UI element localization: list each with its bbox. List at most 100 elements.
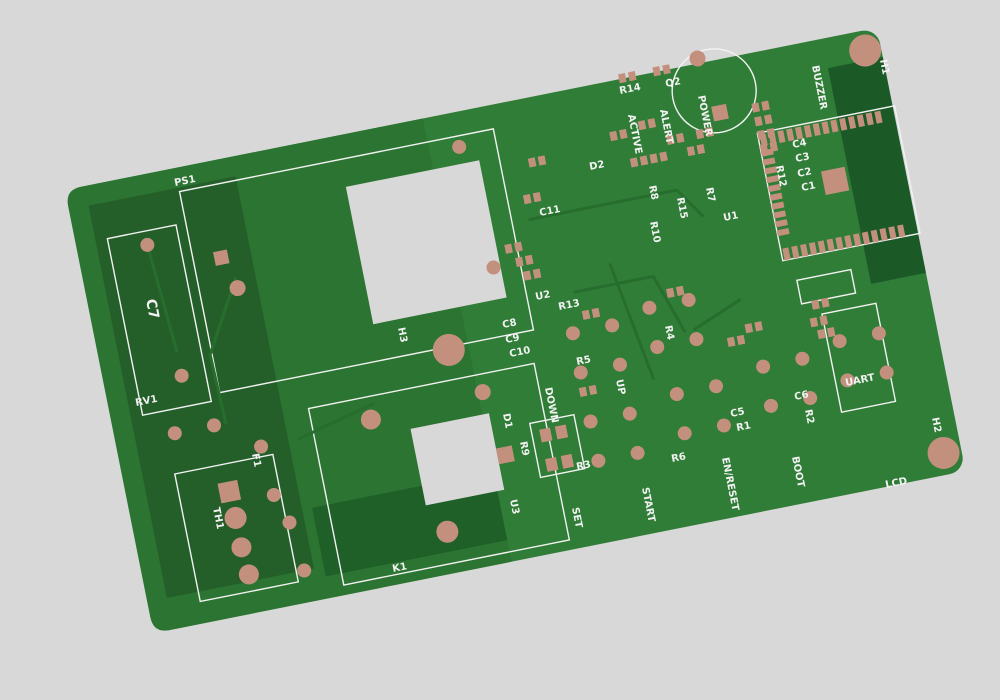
label-u2: U2: [534, 289, 551, 303]
switch-pad: [716, 418, 731, 433]
switch-pad: [689, 332, 704, 347]
label-rv1: RV1: [134, 394, 158, 409]
smd-pad: [759, 143, 769, 154]
u1-pin-pad: [766, 175, 780, 184]
uart-header-outline: [796, 268, 857, 305]
u1-pin-pad: [844, 235, 853, 248]
label-th1: TH1: [210, 506, 225, 530]
smd-pad: [588, 384, 598, 396]
u1-pin-pad: [847, 116, 857, 129]
switch-pad: [795, 351, 810, 366]
smd-pad: [686, 145, 696, 157]
buzzer-outline: [671, 48, 757, 134]
label-c5: C5: [729, 406, 745, 420]
c7-outline: [106, 224, 213, 416]
u1-pin-pad: [774, 219, 788, 228]
switch-pad: [573, 365, 588, 380]
smd-pad: [609, 130, 618, 142]
label-r9: R9: [517, 440, 531, 457]
switch-pad: [622, 406, 637, 421]
switch-pad: [650, 339, 665, 354]
u1-pin-pad: [791, 245, 800, 259]
smd-pad: [649, 153, 659, 164]
smd-pad: [819, 315, 829, 326]
label-r6: R6: [670, 451, 687, 465]
smd-pad: [504, 243, 513, 254]
u1-pin-pad: [888, 226, 897, 240]
smd-pad: [522, 194, 532, 205]
smd-pad: [514, 241, 523, 252]
switch-pad: [630, 445, 645, 460]
label-r15: R15: [674, 196, 689, 219]
u1-pin-pad: [830, 119, 839, 133]
label-h1: H1: [877, 58, 891, 75]
u1-pin-pad: [769, 192, 783, 201]
label-d2: D2: [588, 159, 605, 173]
smd-pad: [578, 386, 588, 397]
switch-pad: [669, 387, 684, 402]
u1-pin-pad: [870, 229, 879, 243]
u1-pin-pad: [764, 166, 778, 175]
switch-pad: [591, 453, 606, 468]
switch-pad: [871, 326, 886, 341]
hv-traces: [145, 243, 375, 441]
u1-pin-pad: [803, 124, 813, 138]
label-c3: C3: [794, 151, 810, 165]
u1-pin-pad: [786, 128, 795, 142]
smd-pad: [754, 321, 763, 332]
smd-pad: [627, 71, 637, 82]
smd-pad: [675, 132, 685, 144]
label-q2: Q2: [664, 76, 681, 90]
smd-pad: [675, 285, 685, 297]
label-h2: H2: [929, 416, 943, 433]
h2-pad: [927, 436, 960, 469]
u1-pin-pad: [812, 123, 821, 137]
label-r8: R8: [646, 184, 660, 201]
label-r5: R5: [575, 354, 592, 368]
switch-pad: [709, 379, 724, 394]
pcb-board: [67, 30, 963, 631]
smd-pads: [504, 64, 836, 397]
u1-pin-pad: [782, 247, 791, 261]
u1-pin-pad: [826, 238, 835, 252]
label-ps1: PS1: [173, 174, 196, 189]
label-c7: C7: [142, 298, 162, 321]
label-r12: R12: [773, 164, 788, 187]
label-r14: R14: [618, 82, 641, 97]
label-r4: R4: [662, 324, 676, 341]
smd-pad: [754, 116, 763, 127]
ps1-outline: [178, 128, 535, 394]
smd-pad: [736, 334, 746, 346]
label-r1: R1: [735, 420, 752, 434]
smd-pad: [639, 155, 649, 166]
left-pour: [88, 176, 315, 598]
signal-traces: [528, 188, 742, 380]
smd-pad: [629, 157, 639, 168]
smd-pad: [756, 129, 766, 141]
k1-cutout: [410, 413, 505, 506]
label-r13: R13: [557, 298, 580, 313]
switch-pad: [840, 373, 855, 388]
ps1-cutout: [345, 160, 507, 325]
smd-pad: [524, 254, 534, 265]
switch-pad: [612, 357, 627, 372]
smd-pad: [652, 66, 662, 77]
switch-pad: [879, 365, 894, 380]
label-u1: U1: [722, 210, 739, 224]
smd-pad: [695, 128, 705, 140]
smd-pad: [522, 270, 532, 281]
smd-pad: [659, 151, 668, 162]
switch-pad: [565, 326, 580, 341]
label-r3: R3: [575, 459, 592, 473]
label-c10: C10: [508, 345, 531, 360]
smd-pad: [581, 309, 591, 320]
u1-pin-pad: [856, 114, 865, 128]
smd-pad: [662, 64, 671, 75]
silkscreen-labels: PS1 C7 RV1 K1 F1 TH1 H1 H2 H3 C11 U2 R13…: [134, 58, 942, 575]
u1-pin-pad: [808, 242, 818, 256]
u1-pin-pad: [817, 240, 826, 254]
switch-pad: [832, 334, 847, 349]
u1-pin-pad: [800, 243, 809, 257]
switch-pad: [605, 318, 620, 333]
